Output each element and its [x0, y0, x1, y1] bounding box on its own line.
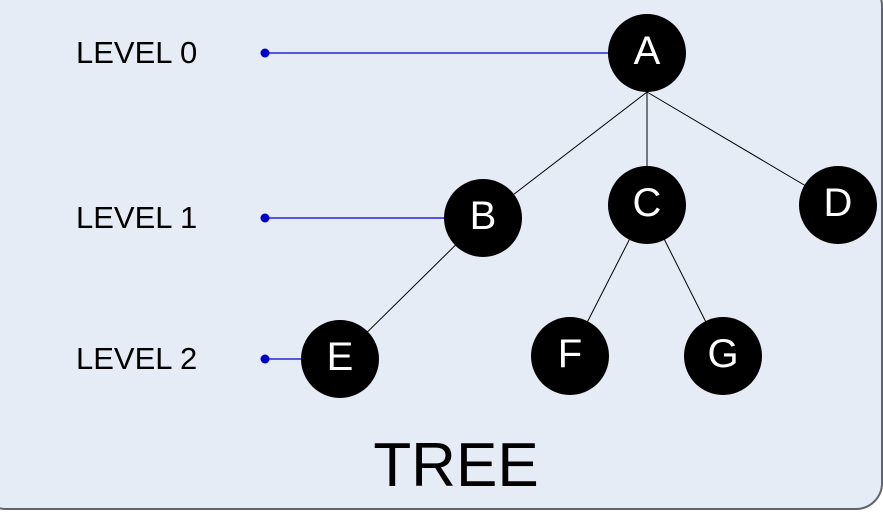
level-0-marker [260, 48, 270, 58]
node-b-circle [444, 179, 522, 257]
node-b-label: B [470, 194, 497, 238]
node-a-circle [608, 14, 686, 92]
level-1-label: LEVEL 1 [76, 200, 197, 235]
node-d-label: D [824, 181, 853, 225]
node-e-label: E [327, 335, 354, 379]
level-0-label: LEVEL 0 [76, 35, 197, 70]
level-1-marker [260, 213, 270, 223]
tree-node-g: G [684, 317, 762, 395]
node-e-circle [301, 320, 379, 398]
node-a-label: A [634, 29, 661, 73]
tree-node-a: A [608, 14, 686, 92]
tree-node-b: B [444, 179, 522, 257]
level-2-marker [260, 354, 270, 364]
tree-node-e: E [301, 320, 379, 398]
tree-node-c: C [608, 166, 686, 244]
level-2-label: LEVEL 2 [76, 341, 197, 376]
diagram-title: TREE [373, 431, 538, 500]
node-c-label: C [633, 181, 662, 225]
node-g-circle [684, 317, 762, 395]
node-d-circle [799, 166, 877, 244]
node-c-circle [608, 166, 686, 244]
tree-node-f: F [531, 317, 609, 395]
node-f-label: F [558, 332, 582, 376]
node-f-circle [531, 317, 609, 395]
tree-node-d: D [799, 166, 877, 244]
node-g-label: G [707, 332, 738, 376]
